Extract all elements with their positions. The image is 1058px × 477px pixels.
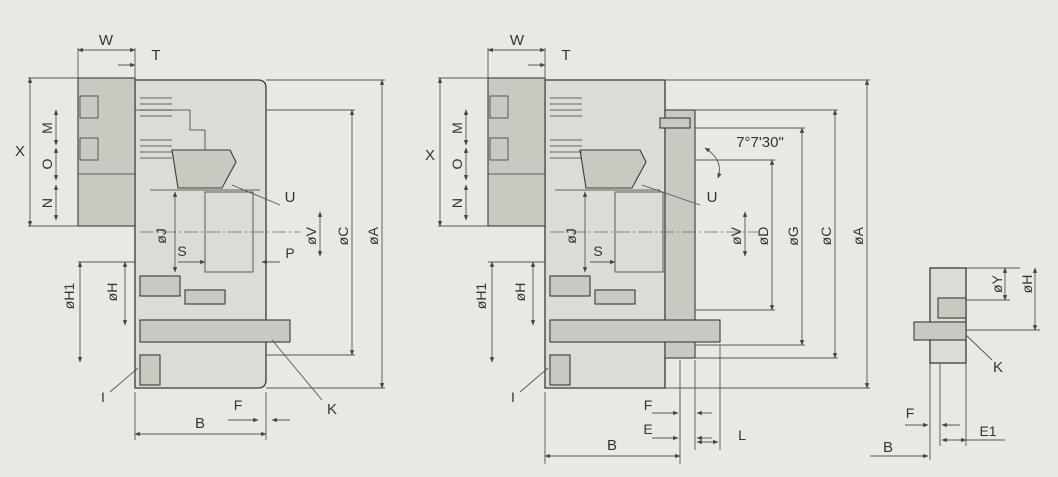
- label-H1-1: øH1: [61, 283, 77, 310]
- label-M-1: M: [39, 122, 55, 134]
- label-C-2: øC: [818, 227, 834, 246]
- label-U-1: U: [285, 189, 296, 206]
- label-T-1: T: [151, 47, 160, 64]
- chuck-view-1: W T X M O N U øJ S P øV øC: [15, 32, 385, 440]
- label-K-1: K: [327, 401, 337, 418]
- label-angle-2: 7°7'30": [736, 134, 784, 151]
- label-T-2: T: [561, 47, 570, 64]
- label-C-1: øC: [335, 227, 351, 246]
- label-D-2: øD: [755, 227, 771, 246]
- view1-jaw: [77, 77, 136, 227]
- label-M-2: M: [449, 122, 465, 134]
- label-O-2: O: [449, 158, 465, 169]
- label-E-2: E: [643, 421, 652, 437]
- chuck-view-2: W T X M O N U 7°7'30" øJ S øV øD: [425, 32, 870, 464]
- label-X-2: X: [425, 147, 435, 164]
- label-B-3: B: [883, 439, 893, 456]
- label-E1-3: E1: [979, 423, 996, 439]
- label-H-2: øH: [512, 283, 528, 302]
- label-P-1: P: [285, 245, 294, 261]
- label-Y-3: øY: [989, 274, 1005, 293]
- label-F-3: F: [906, 405, 915, 421]
- label-K-3: K: [993, 359, 1003, 376]
- chuck-view-3-detail: øY øH K F E1 B: [870, 267, 1040, 460]
- label-V-2: øV: [728, 226, 744, 245]
- label-S-2: S: [593, 243, 602, 259]
- label-F-2: F: [644, 397, 653, 413]
- label-A-2: øA: [850, 226, 866, 245]
- label-N-1: N: [39, 198, 55, 208]
- label-V-1: øV: [303, 226, 319, 245]
- view2-jaw: [487, 77, 546, 227]
- label-L-2: L: [738, 427, 746, 443]
- label-I-2: I: [511, 389, 515, 405]
- label-F-1: F: [234, 397, 243, 413]
- label-B-1: B: [195, 415, 205, 432]
- label-W-2: W: [510, 32, 525, 49]
- label-A-1: øA: [365, 226, 381, 245]
- label-G-2: øG: [785, 226, 801, 245]
- label-X-1: X: [15, 143, 25, 160]
- label-W-1: W: [99, 32, 114, 49]
- label-S-1: S: [177, 243, 186, 259]
- label-I-1: I: [101, 389, 105, 405]
- label-B-2: B: [607, 437, 617, 454]
- label-H1-2: øH1: [473, 283, 489, 310]
- label-H-3: øH: [1019, 275, 1035, 294]
- label-J-1: øJ: [153, 228, 169, 244]
- view2-flange: [664, 109, 696, 359]
- label-J-2: øJ: [563, 228, 579, 244]
- label-U-2: U: [707, 189, 718, 206]
- label-H-1: øH: [104, 283, 120, 302]
- label-N-2: N: [449, 198, 465, 208]
- label-O-1: O: [39, 158, 55, 169]
